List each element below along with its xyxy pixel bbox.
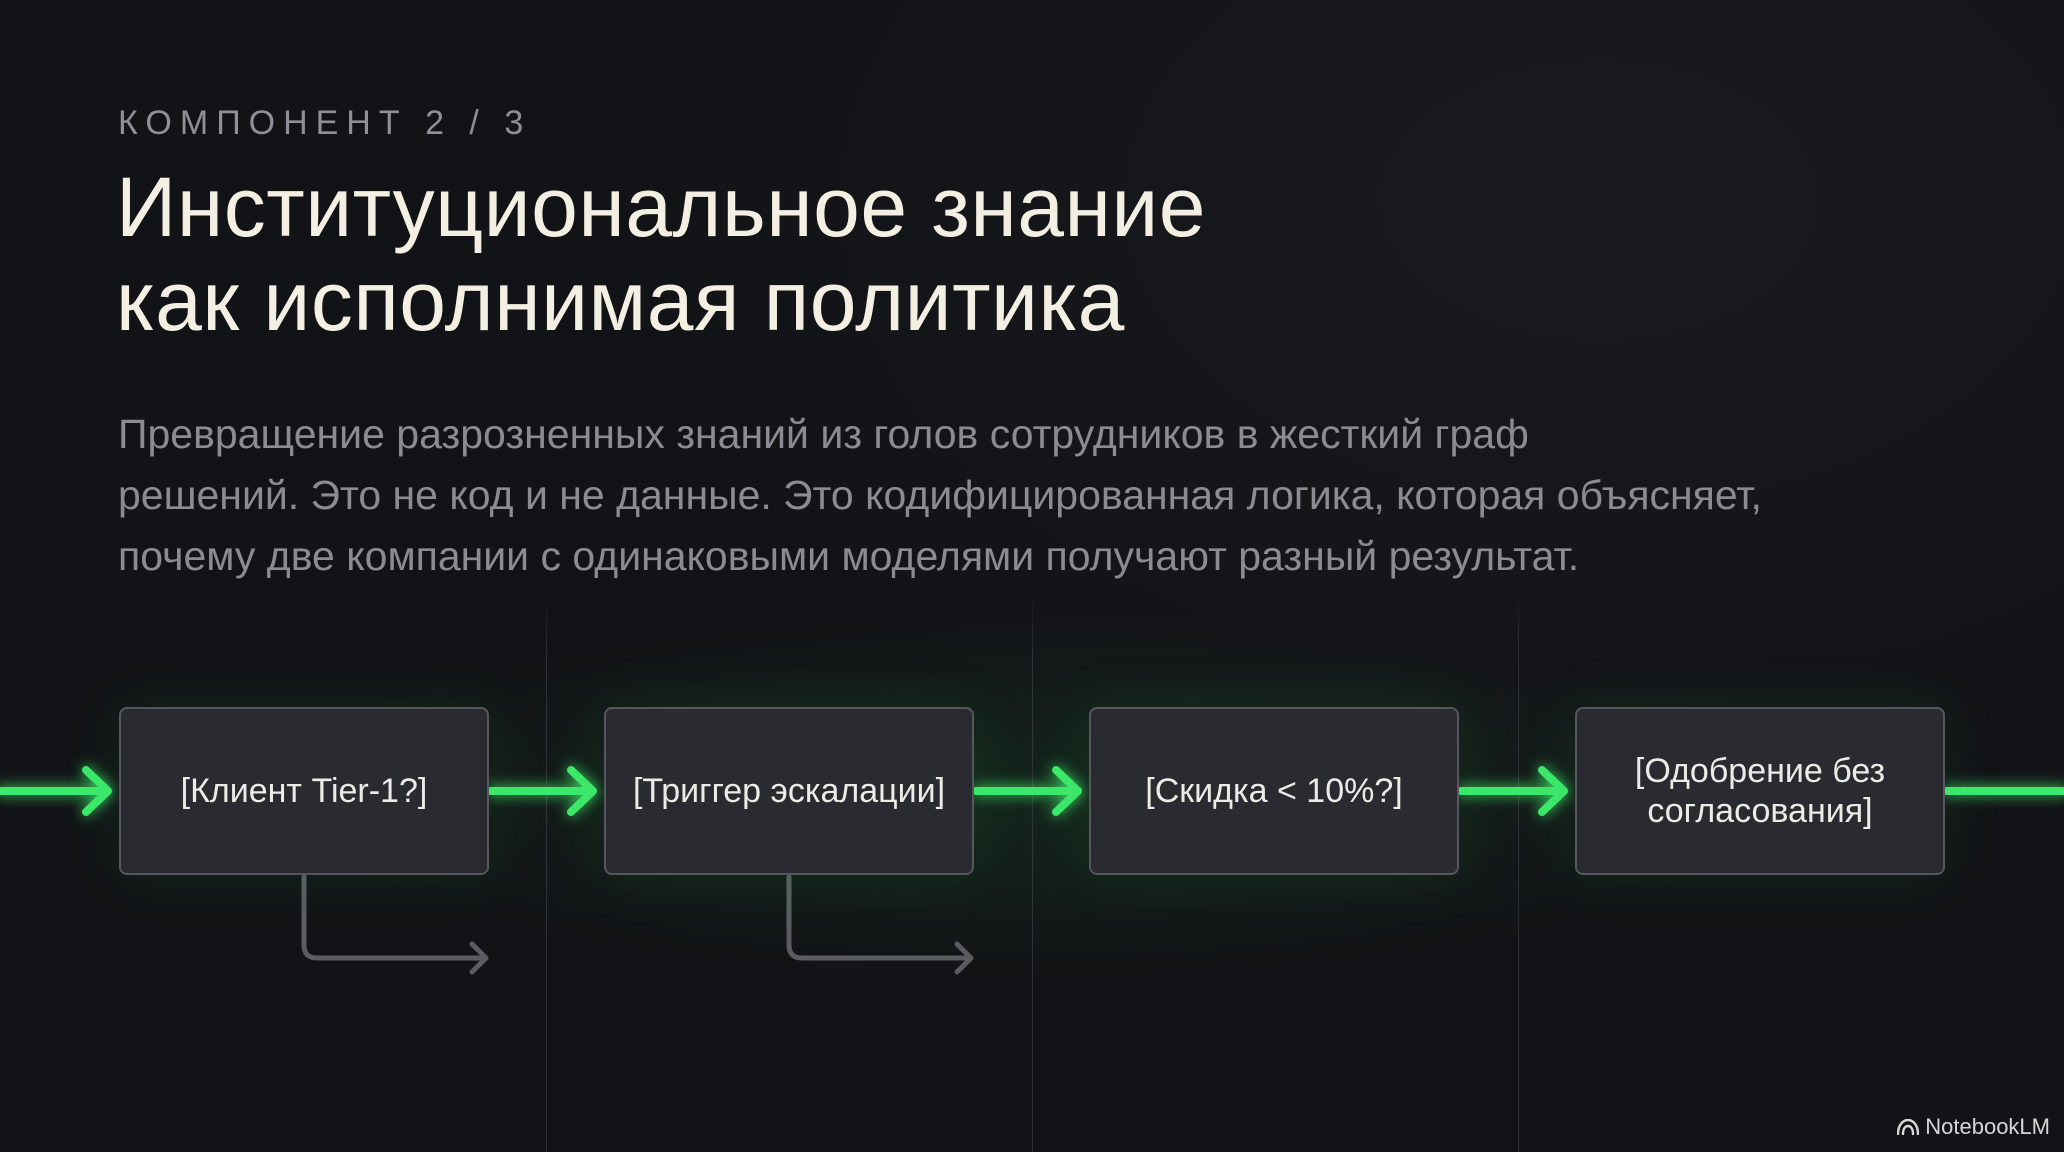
brand-name: NotebookLM	[1925, 1114, 2050, 1139]
notebooklm-watermark: NotebookLM	[1897, 1114, 2050, 1140]
decision-node-discount: [Скидка < 10%?]	[1089, 707, 1459, 875]
section-eyebrow: КОМПОНЕНТ 2 / 3	[118, 104, 532, 142]
node-label: [Скидка < 10%?]	[1145, 772, 1403, 810]
notebooklm-logo-icon	[1897, 1119, 1920, 1135]
flow-arrow-head	[1052, 766, 1082, 816]
flow-arrow-head	[1538, 766, 1568, 816]
slide-title: Институциональное знание как исполнимая …	[116, 160, 1206, 348]
decision-node-client-tier: [Клиент Tier-1?]	[119, 707, 489, 875]
column-guide-line	[546, 590, 547, 1152]
branch-arrow-head	[469, 941, 489, 975]
branch-arrow-head	[954, 941, 974, 975]
description-line: Превращение разрозненных знаний из голов…	[118, 411, 1529, 457]
flow-arrow-head	[82, 766, 112, 816]
description-line: почему две компании с одинаковыми моделя…	[118, 533, 1580, 579]
slide-description: Превращение разрозненных знаний из голов…	[118, 404, 1978, 587]
decision-node-approval: [Одобрение без согласования]	[1575, 707, 1945, 875]
node-label: [Клиент Tier-1?]	[180, 772, 428, 810]
column-guide-line	[1032, 590, 1033, 1152]
branch-arrow	[786, 874, 974, 961]
node-label: [Одобрение без согласования]	[1634, 752, 1886, 830]
slide-title-line: Институциональное знание	[116, 160, 1207, 254]
decision-node-escalation-trigger: [Триггер эскалации]	[604, 707, 974, 875]
branch-arrow	[301, 874, 489, 961]
slide-title-line: как исполнимая политика	[116, 254, 1125, 348]
flow-arrow-head	[567, 766, 597, 816]
column-guide-line	[1518, 590, 1519, 1152]
description-line: решений. Это не код и не данные. Это код…	[118, 472, 1762, 518]
node-label: [Триггер эскалации]	[632, 772, 946, 810]
